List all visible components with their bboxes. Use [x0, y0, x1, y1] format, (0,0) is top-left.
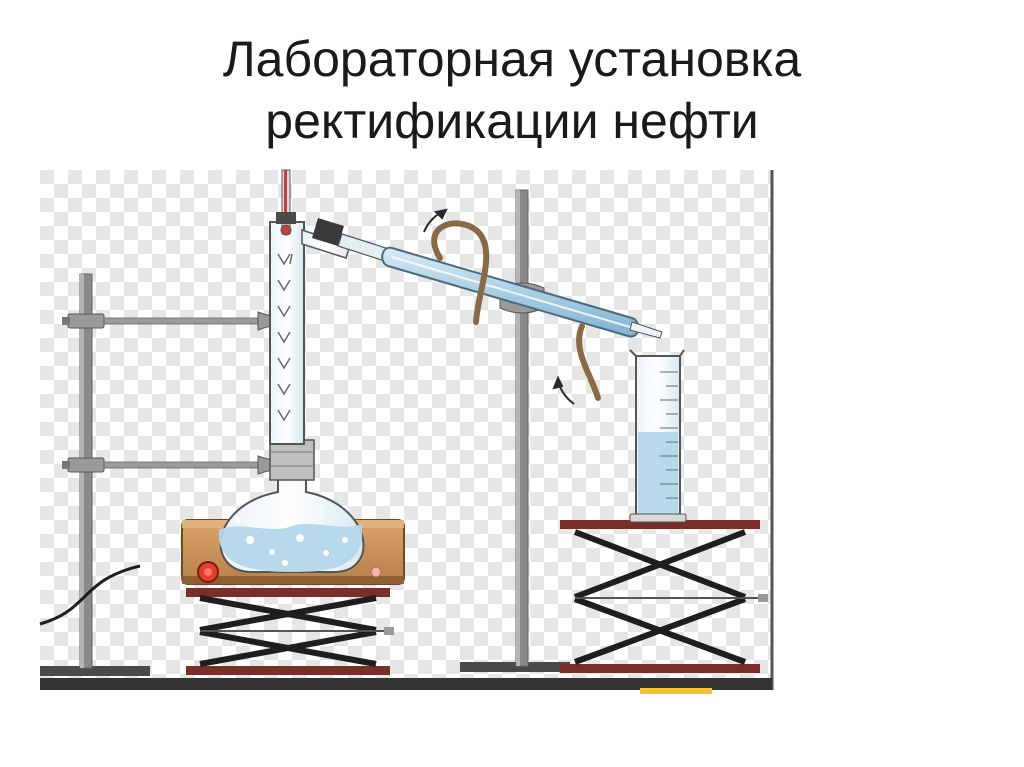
right-lab-jack [560, 520, 768, 673]
fractionating-column [269, 221, 351, 445]
bench-accent [640, 688, 712, 694]
flow-arrow-icon [423, 208, 448, 233]
title-line-2: ректификации нефти [265, 93, 759, 149]
flow-arrow-icon [552, 375, 575, 405]
bench-base [40, 678, 772, 690]
page-title: Лабораторная установка ректификации нефт… [0, 28, 1024, 152]
title-line-1: Лабораторная установка [222, 31, 802, 87]
coolant-hoses [431, 220, 601, 401]
left-lab-jack [186, 588, 394, 675]
liebig-condenser [312, 218, 663, 339]
round-bottom-flask [219, 439, 365, 573]
thermometer-icon [276, 169, 296, 236]
graduated-cylinder [629, 349, 687, 523]
